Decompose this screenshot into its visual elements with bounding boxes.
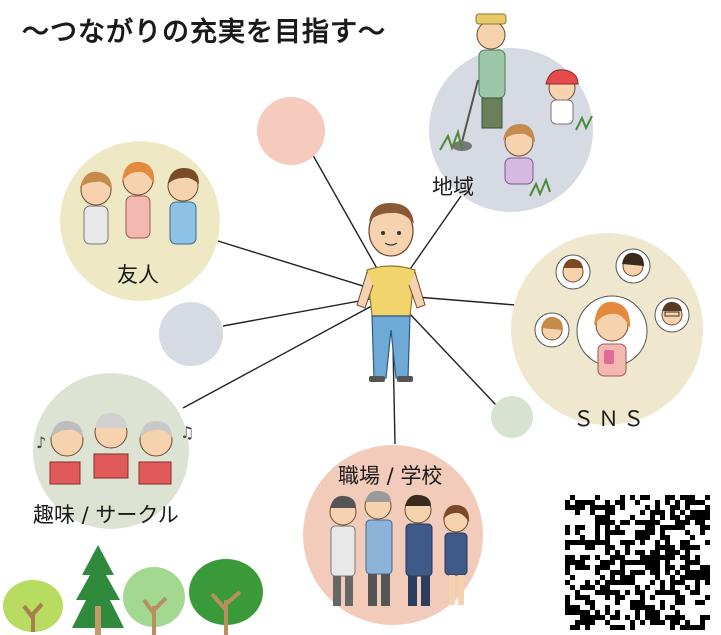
music-note-icon: ♪ [36, 433, 46, 452]
avatar [534, 312, 570, 348]
hobby-circle-label: 趣味 / サークル [33, 503, 179, 527]
sns-label: ＳＮＳ [573, 407, 648, 431]
music-note-icon: ♫ [180, 423, 194, 442]
tree-icon [72, 545, 124, 635]
friends-label: 友人 [117, 263, 159, 287]
tree-icon [189, 559, 263, 635]
avatar [654, 297, 690, 333]
avatar [555, 254, 591, 290]
green-dot [491, 396, 533, 438]
pink-dot [257, 97, 325, 165]
hobby-illustration: ♪ ♫ [36, 412, 194, 485]
work-school-illustration [329, 490, 470, 606]
friends-illustration [80, 161, 199, 245]
gray-dot [159, 302, 223, 366]
qr-code-icon [565, 495, 710, 630]
community-label: 地域 [432, 175, 474, 199]
tree-icon [123, 567, 185, 635]
person-icon [356, 202, 426, 382]
avatar [615, 248, 651, 284]
tree-icon [3, 580, 63, 632]
page-title: 〜つながりの充実を目指す〜 [22, 17, 386, 48]
work-school-label: 職場 / 学校 [338, 464, 443, 488]
hobby-circle [33, 373, 189, 529]
sns-illustration [534, 248, 690, 377]
community-illustration [439, 13, 593, 197]
